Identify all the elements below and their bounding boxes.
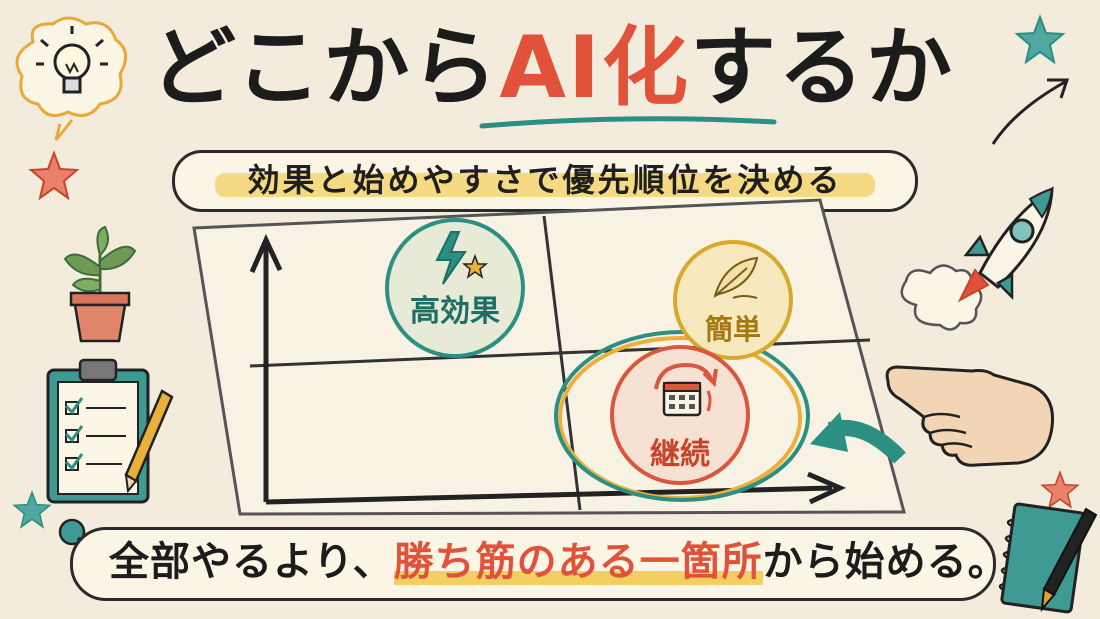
lightning-icon (435, 231, 489, 285)
continuous-badge: 継続 (610, 345, 750, 485)
star-icon (12, 490, 52, 529)
high-effect-badge: 高効果 (385, 218, 525, 358)
conclusion-part1: 全部やるより、 (109, 539, 394, 585)
arrow-icon (991, 78, 1070, 145)
feather-icon (713, 256, 759, 299)
star-icon (1014, 14, 1066, 65)
pointing-hand-icon (885, 365, 1055, 467)
pencil-icon (124, 389, 174, 494)
title-underline (479, 116, 777, 129)
calendar-cycle-icon (654, 362, 718, 417)
high-effect-label: 高効果 (410, 294, 500, 329)
rocket-icon (900, 186, 1054, 331)
plant-icon (63, 225, 137, 343)
pen-icon (1040, 507, 1098, 613)
easy-label: 簡単 (704, 313, 761, 346)
priority-matrix (192, 198, 906, 516)
star-icon (1040, 470, 1080, 509)
star-icon (28, 150, 80, 201)
page-title: どこからAI化するか (150, 8, 980, 128)
title-accent: AI化 (499, 18, 690, 118)
subtitle: 効果と始めやすさで優先順位を決める (247, 161, 843, 199)
conclusion-text: 全部やるより、勝ち筋のある一箇所から始める。 (109, 530, 1008, 594)
lightbulb-icon (15, 16, 128, 141)
title-part1: どこから (150, 18, 500, 118)
easy-badge: 簡単 (673, 240, 793, 360)
conclusion-banner: 全部やるより、勝ち筋のある一箇所から始める。 (70, 527, 1008, 601)
conclusion-accent: 勝ち筋のある一箇所 (393, 539, 763, 585)
title-part2: するか (689, 18, 954, 118)
conclusion-part2: から始める。 (762, 539, 1009, 585)
continuous-label: 継続 (650, 437, 710, 472)
notebook-icon (998, 502, 1086, 614)
